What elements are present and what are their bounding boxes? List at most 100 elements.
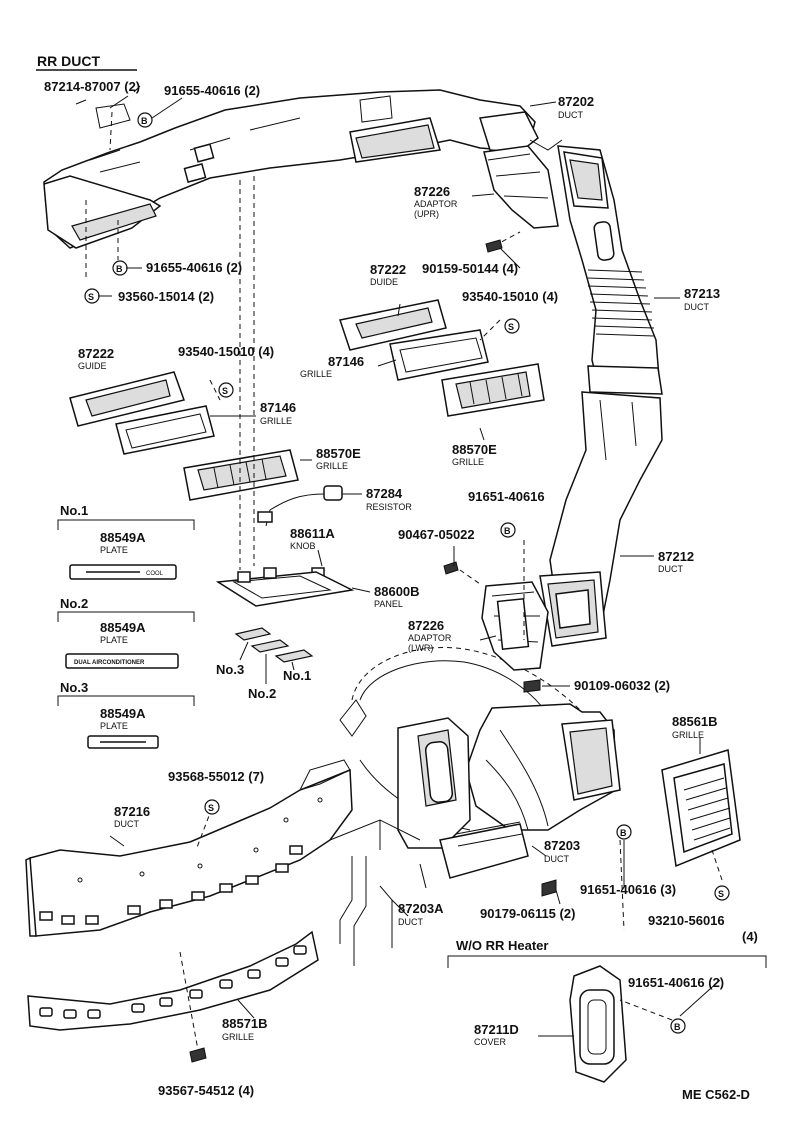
svg-text:88549A: 88549A — [100, 620, 146, 635]
label-88600b: 88600B — [374, 584, 420, 599]
desc-87216: DUCT — [114, 819, 139, 829]
desc-87226-lwr: ADAPTOR — [408, 633, 452, 643]
label-87146-right: 87146 — [328, 354, 364, 369]
svg-text:PLATE: PLATE — [100, 721, 128, 731]
svg-text:S: S — [508, 322, 514, 332]
desc-88570e-right: GRILLE — [452, 457, 484, 467]
symbol-screw-5: S — [714, 885, 730, 901]
label-87213: 87213 — [684, 286, 720, 301]
desc-88570e-left: GRILLE — [316, 461, 348, 471]
wo-heater-bracket — [447, 955, 767, 968]
duct-87203-drawing — [465, 703, 621, 831]
label-93210-56016: 93210-56016 — [648, 913, 725, 928]
svg-text:No.1: No.1 — [60, 503, 88, 518]
svg-text:S: S — [222, 386, 228, 396]
assembly-lines — [85, 111, 723, 1051]
desc-87213: DUCT — [684, 302, 709, 312]
label-90109-06032: 90109-06032 (2) — [574, 678, 670, 693]
label-93540-15010-left: 93540-15010 (4) — [178, 344, 274, 359]
label-93568-55012: 93568-55012 (7) — [168, 769, 264, 784]
label-90467-05022: 90467-05022 — [398, 527, 475, 542]
label-87284: 87284 — [366, 486, 403, 501]
label-88561b: 88561B — [672, 714, 718, 729]
svg-text:B: B — [141, 116, 148, 126]
desc-87146-left: GRILLE — [260, 416, 292, 426]
adaptor-upr-drawing — [483, 145, 559, 229]
grille-87146-right-drawing — [389, 329, 489, 381]
desc-87203: DUCT — [544, 854, 569, 864]
label-93540-15010-right: 93540-15010 (4) — [462, 289, 558, 304]
leader-lines — [98, 95, 721, 1037]
guide-87222-right-drawing — [339, 299, 447, 351]
svg-text:88549A: 88549A — [100, 530, 146, 545]
label-87222-right: 87222 — [370, 262, 406, 277]
symbol-screw-2: S — [504, 318, 520, 334]
label-87146-left: 87146 — [260, 400, 296, 415]
symbol-bolt-2: B — [112, 260, 128, 276]
guide-87222-left-drawing — [69, 371, 185, 427]
desc-87203a: DUCT — [398, 917, 423, 927]
resistor-87284-drawing — [257, 485, 343, 527]
svg-text:88549A: 88549A — [100, 706, 146, 721]
grille-88571b-drawing — [27, 930, 319, 1031]
svg-text:B: B — [504, 526, 511, 536]
label-88570e-right: 88570E — [452, 442, 497, 457]
desc-88561b: GRILLE — [672, 730, 704, 740]
desc-88611a: KNOB — [290, 541, 316, 551]
callout-no3: No.3 — [216, 662, 244, 677]
label-87222-left: 87222 — [78, 346, 114, 361]
svg-text:B: B — [674, 1022, 681, 1032]
label-91655-40616-b: 91655-40616 (2) — [146, 260, 242, 275]
duct-87213-drawing — [557, 145, 663, 395]
callout-no2: No.2 — [248, 686, 276, 701]
grille-88570e-left-drawing — [183, 449, 299, 501]
label-87211d: 87211D — [474, 1022, 519, 1037]
symbol-bolt-3: B — [500, 522, 516, 538]
label-87216: 87216 — [114, 804, 150, 819]
svg-text:PLATE: PLATE — [100, 545, 128, 555]
svg-text:B: B — [620, 828, 627, 838]
label-88570e-left: 88570E — [316, 446, 361, 461]
plate-group-no1: No.1 88549A PLATE COOL — [57, 503, 195, 580]
duct-87212-drawing — [539, 391, 663, 647]
grille-88561b-drawing — [661, 749, 741, 868]
label-93567-54512: 93567-54512 (4) — [158, 1083, 254, 1098]
label-88611a: 88611A — [290, 526, 335, 541]
label-87203: 87203 — [544, 838, 580, 853]
svg-text:S: S — [88, 292, 94, 302]
plate-group-no3: No.3 88549A PLATE — [57, 680, 195, 749]
label-91655-40616-a: 91655-40616 (2) — [164, 83, 260, 98]
desc-87284: RESISTOR — [366, 502, 412, 512]
label-87226-upr: 87226 — [414, 184, 450, 199]
support-stand-drawing — [329, 819, 421, 966]
fastener-drawings — [189, 239, 557, 1063]
desc-87226-upr: ADAPTOR — [414, 199, 458, 209]
label-87203a: 87203A — [398, 901, 444, 916]
drawing-code: ME C562-D — [682, 1087, 750, 1102]
symbol-screw-3: S — [218, 382, 234, 398]
desc-87211d: COVER — [474, 1037, 507, 1047]
label-90179-06115: 90179-06115 (2) — [480, 906, 575, 921]
label-91651-40616-a: 91651-40616 — [468, 489, 545, 504]
qty-93210-56016: (4) — [742, 929, 758, 944]
desc-87212: DUCT — [658, 564, 683, 574]
symbol-bolt-1: B — [137, 112, 153, 128]
desc-88571b: GRILLE — [222, 1032, 254, 1042]
symbol-bolt-4: B — [616, 824, 632, 840]
svg-text:S: S — [718, 889, 724, 899]
cover-87211d-drawing — [569, 965, 627, 1083]
callout-no1: No.1 — [283, 668, 311, 683]
svg-text:S: S — [208, 803, 214, 813]
desc-87146-right: GRILLE — [300, 369, 332, 379]
desc-88600b: PANEL — [374, 599, 403, 609]
label-93560-15014: 93560-15014 (2) — [118, 289, 214, 304]
symbol-screw-4: S — [204, 799, 220, 815]
symbol-screw-1: S — [84, 288, 100, 304]
duct-87216-drawing — [25, 759, 353, 937]
label-91651-40616-b: 91651-40616 (3) — [580, 882, 676, 897]
label-87226-lwr: 87226 — [408, 618, 444, 633]
svg-text:No.3: No.3 — [60, 680, 88, 695]
svg-text:PLATE: PLATE — [100, 635, 128, 645]
label-87214-87007: 87214-87007 (2) — [44, 79, 140, 94]
desc-87222-right: DUIDE — [370, 277, 398, 287]
